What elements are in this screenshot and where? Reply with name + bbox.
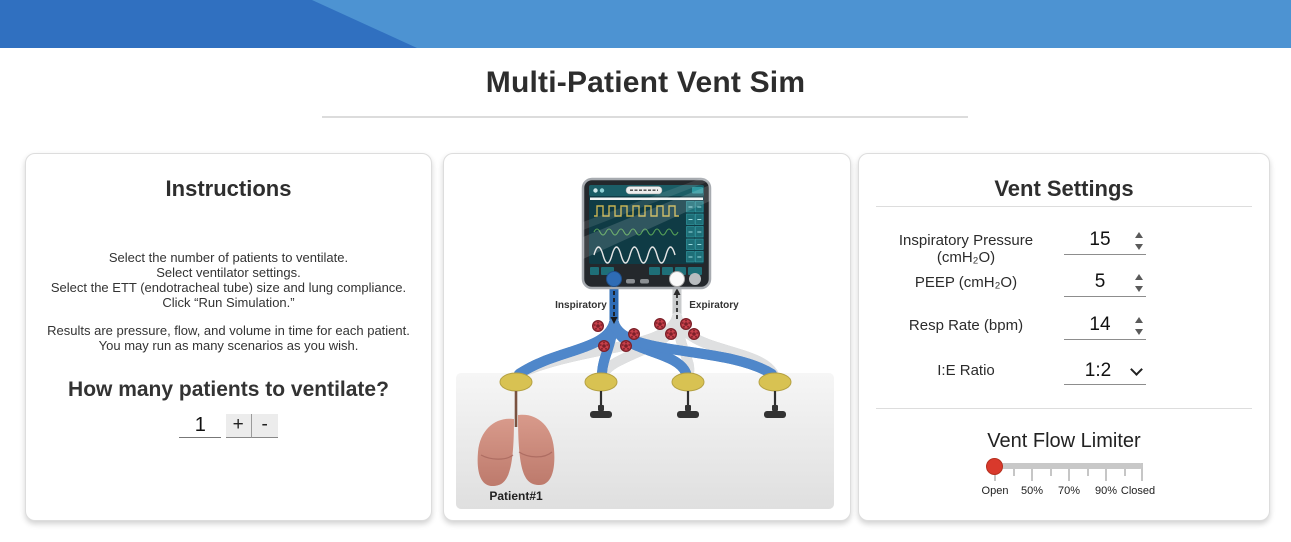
page-title: Multi-Patient Vent Sim (485, 66, 806, 99)
slider-label-open: Open (981, 485, 1009, 497)
patient1-label: Patient#1 (489, 489, 543, 503)
slider-tick (1012, 463, 1015, 476)
expiratory-port (669, 271, 685, 287)
slider-label-closed: Closed (1120, 485, 1156, 497)
pressure-waveform (594, 205, 679, 217)
resp-rate-input[interactable] (1064, 313, 1146, 337)
flow-limiter-slider: Open 50% 70% 90% Closed (859, 454, 1269, 514)
slider-tick (1105, 463, 1107, 481)
instruction-line: Select the ETT (endotracheal tube) size … (50, 280, 407, 295)
instruction-line: Select the number of patients to ventila… (108, 250, 349, 265)
divider (876, 206, 1252, 207)
title-divider (322, 116, 968, 118)
setting-row-inspiratory-pressure: Inspiratory Pressure (cmH₂O) (859, 228, 1269, 266)
instructions-panel: Instructions Select the number of patien… (25, 153, 432, 521)
inspiratory-label: Inspiratory (555, 300, 607, 311)
inspiratory-pressure-label: Inspiratory Pressure (cmH₂O) (898, 232, 1034, 266)
setting-row-resp-rate: Resp Rate (bpm) (859, 313, 1269, 340)
slider-tick (1068, 463, 1070, 481)
instructions-paragraph-2: Results are pressure, flow, and volume i… (26, 323, 431, 353)
header-banner (0, 0, 1291, 48)
decrement-patients-button[interactable]: - (251, 413, 278, 438)
resp-rate-field (1064, 313, 1146, 340)
spinner-down-icon[interactable] (1135, 286, 1143, 292)
resp-rate-label: Resp Rate (bpm) (908, 317, 1024, 334)
inspiratory-pressure-spinner[interactable] (1133, 232, 1145, 250)
flow-waveform (593, 228, 679, 236)
slider-label-50: 50% (1020, 485, 1044, 497)
ie-ratio-select[interactable]: 1:2 (1064, 358, 1146, 385)
slider-tick (1031, 463, 1033, 481)
setting-row-peep: PEEP (cmH₂O) (859, 270, 1269, 297)
instructions-paragraph-1: Select the number of patients to ventila… (26, 250, 431, 310)
slider-tick (1049, 463, 1052, 476)
slider-tick (1123, 463, 1126, 476)
slider-tick (1086, 463, 1089, 476)
flow-limiter-title: Vent Flow Limiter (987, 430, 1141, 452)
slider-label-90: 90% (1094, 485, 1118, 497)
expiratory-label: Expiratory (689, 300, 739, 311)
patient1-lungs (477, 391, 555, 487)
instruction-line: You may run as many scenarios as you wis… (98, 338, 359, 353)
vent-settings-title: Vent Settings (994, 176, 1134, 201)
volume-waveform (593, 246, 676, 264)
patient-connectors (499, 372, 792, 392)
spinner-down-icon[interactable] (1135, 329, 1143, 335)
plugged-ports (590, 391, 786, 418)
ventilator-diagram-panel: Patient#1 (443, 153, 851, 521)
tube-clamps (591, 317, 701, 353)
peep-input[interactable] (1064, 270, 1146, 294)
inspiratory-pressure-field (1064, 228, 1146, 255)
peep-label: PEEP (cmH₂O) (914, 274, 1018, 291)
inspiratory-port (606, 271, 622, 287)
increment-patients-button[interactable]: + (225, 413, 252, 438)
ie-ratio-label: I:E Ratio (937, 362, 995, 379)
resp-rate-spinner[interactable] (1133, 317, 1145, 335)
peep-field (1064, 270, 1146, 297)
spinner-up-icon[interactable] (1135, 274, 1143, 280)
monitor-buttons (590, 267, 702, 275)
spinner-up-icon[interactable] (1135, 232, 1143, 238)
divider (876, 408, 1252, 409)
spinner-up-icon[interactable] (1135, 317, 1143, 323)
instruction-line: Select ventilator settings. (156, 265, 301, 280)
setting-row-ie-ratio: I:E Ratio 1:2 (859, 358, 1269, 385)
slider-label-70: 70% (1057, 485, 1081, 497)
slider-track[interactable] (986, 463, 1143, 469)
ventilator-diagram: Patient#1 (456, 175, 834, 509)
patient-count-question: How many patients to ventilate? (68, 378, 389, 401)
instruction-line: Results are pressure, flow, and volume i… (47, 323, 410, 338)
monitor-knob (689, 273, 701, 285)
patient-count-input[interactable] (179, 413, 222, 438)
inspiratory-flow-arrow (610, 291, 618, 324)
instructions-title: Instructions (165, 176, 292, 201)
slider-knob[interactable] (986, 458, 1003, 475)
instruction-line: Click “Run Simulation.” (162, 295, 295, 310)
patient-count-control: +- (26, 413, 431, 439)
spinner-down-icon[interactable] (1135, 244, 1143, 250)
inspiratory-tubes (514, 278, 777, 379)
ventilator-monitor (581, 175, 712, 290)
header-diagonal-shape (0, 0, 417, 48)
vent-settings-panel: Vent Settings Inspiratory Pressure (cmH₂… (858, 153, 1270, 521)
inspiratory-pressure-input[interactable] (1064, 228, 1146, 252)
peep-spinner[interactable] (1133, 274, 1145, 292)
expiratory-flow-arrow (673, 288, 681, 319)
slider-tick (1141, 463, 1143, 481)
ie-ratio-value: 1:2 (1084, 360, 1112, 381)
